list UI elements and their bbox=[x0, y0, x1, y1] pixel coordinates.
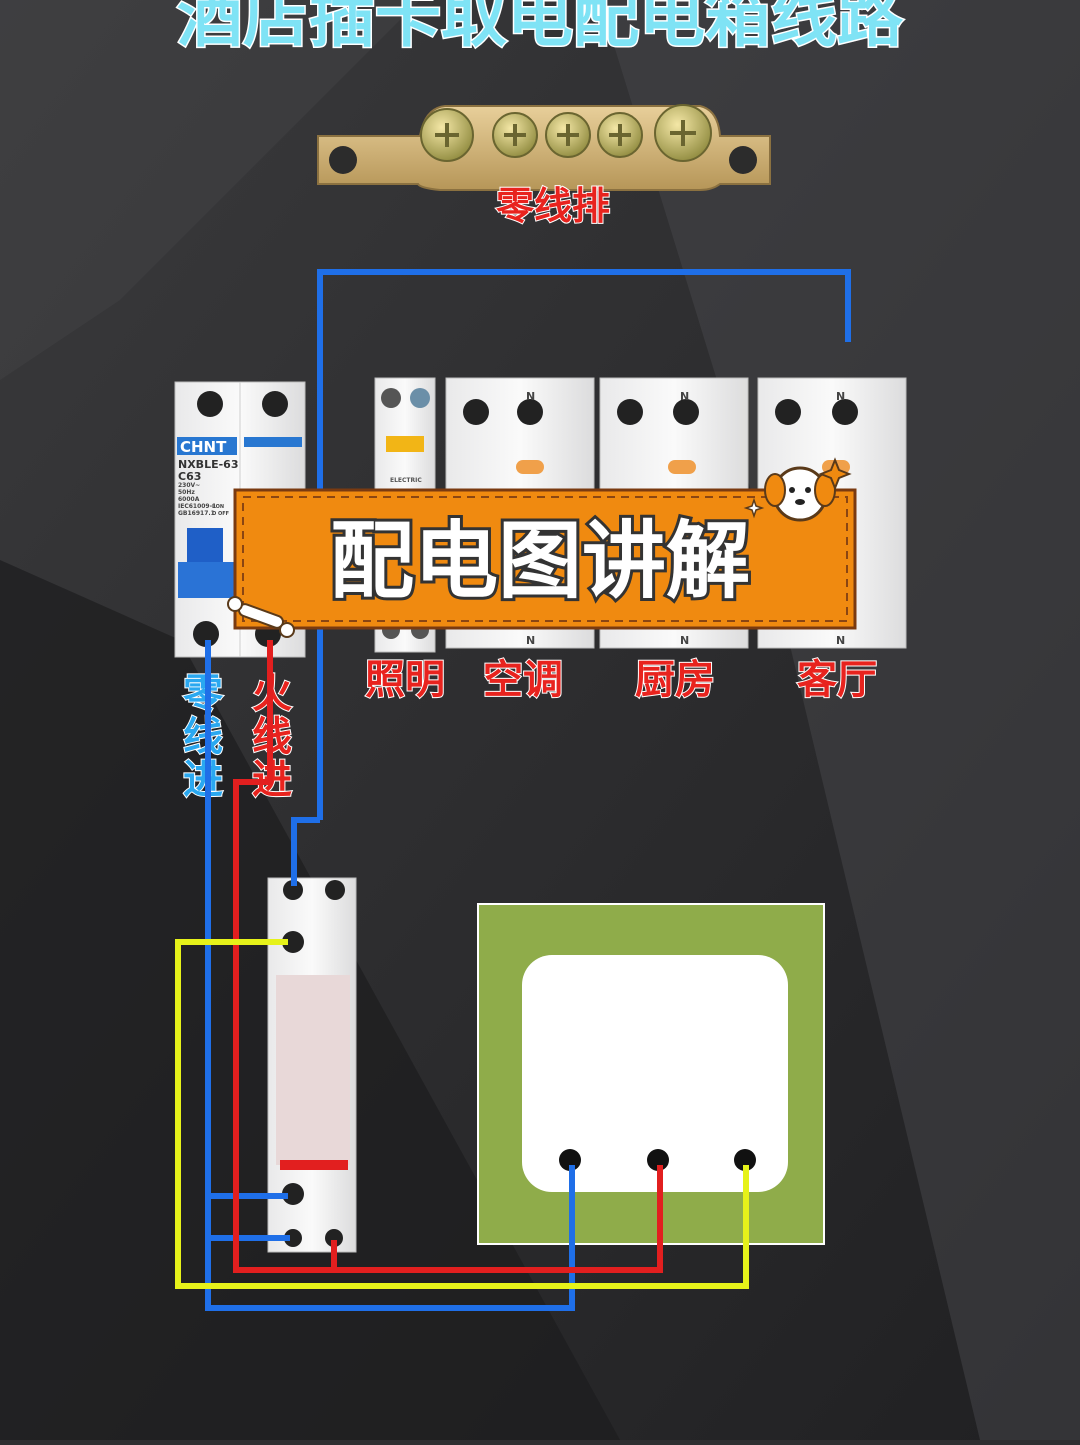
neutral-wire-supply bbox=[205, 640, 575, 1311]
aircon-terminal-label-bottom: N bbox=[526, 634, 535, 647]
lighting-breaker-brand: ELECTRIC bbox=[390, 477, 422, 484]
page-title: 酒店插卡取电配电箱线路 bbox=[177, 0, 904, 56]
breaker-spec-line: 6000A bbox=[178, 496, 200, 503]
neutral-bar-screws bbox=[420, 104, 712, 162]
kitchen-terminal-label-bottom: N bbox=[680, 634, 689, 647]
breaker-off-label: O OFF bbox=[212, 511, 229, 517]
breaker-spec-line: GB16917.1 bbox=[178, 510, 215, 517]
breaker-spec-line: 50Hz bbox=[178, 489, 195, 496]
kitchen-terminal-label: N bbox=[680, 390, 689, 403]
living-room-terminal-label-bottom: N bbox=[836, 634, 845, 647]
neutral-wire-relay bbox=[208, 1193, 290, 1241]
neutral-bar bbox=[317, 104, 771, 191]
explainer-banner: 配电图讲解 bbox=[233, 488, 857, 630]
breaker-brand: CHNT bbox=[180, 438, 227, 456]
living-room-terminal-label: N bbox=[836, 390, 845, 403]
background-facet bbox=[600, 0, 1080, 1440]
neutral-in-char: 零 bbox=[183, 671, 224, 717]
circuit-label-living-room: 客厅 bbox=[797, 657, 877, 703]
neutral-in-char: 进 bbox=[183, 757, 223, 803]
breaker-rating: C63 bbox=[178, 470, 201, 483]
aircon-terminal-label: N bbox=[526, 390, 535, 403]
banner-text: 配电图讲解 bbox=[330, 512, 750, 610]
circuit-label-lighting: 照明 bbox=[365, 657, 445, 703]
circuit-label-kitchen: 厨房 bbox=[635, 657, 715, 703]
neutral-in-label: 零 线 进 bbox=[182, 670, 225, 804]
neutral-wire-relay-top bbox=[291, 817, 320, 886]
breaker-spec-line: 230V~ bbox=[178, 482, 200, 489]
puppy-icon bbox=[764, 466, 836, 522]
switch-wire bbox=[175, 939, 749, 1289]
breaker-model: NXBLE-63 bbox=[178, 458, 238, 471]
sparkle-icon bbox=[743, 457, 852, 519]
breaker-on-label: I ON bbox=[212, 504, 224, 510]
breaker-spec-line: IEC61009-1 bbox=[178, 503, 216, 510]
neutral-bar-label: 零线排 bbox=[496, 184, 610, 228]
live-wire-supply bbox=[233, 640, 663, 1273]
bone-icon bbox=[227, 596, 295, 638]
background-facet bbox=[0, 0, 420, 380]
neutral-in-char: 线 bbox=[183, 714, 223, 760]
card-switch bbox=[477, 903, 825, 1245]
circuit-label-aircon: 空调 bbox=[483, 657, 563, 703]
